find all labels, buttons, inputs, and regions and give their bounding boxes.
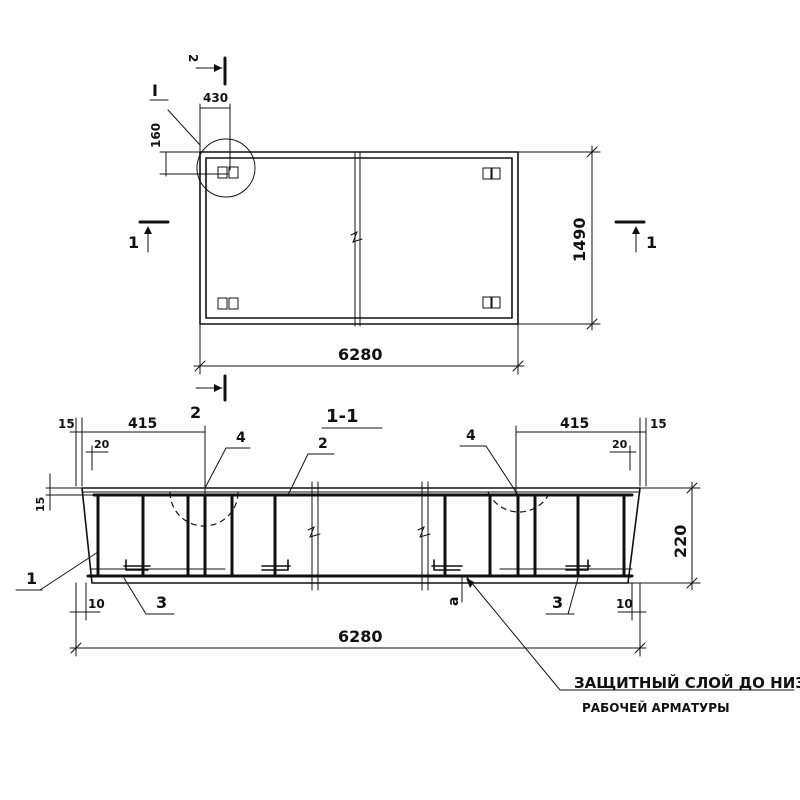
callout-frame-leader [39, 551, 99, 591]
plan-view: I 430 160 2 2 1 1 [128, 54, 657, 422]
lifting-loop-arc-left [169, 491, 239, 527]
detail-leader [167, 109, 201, 146]
callout-loop-left-label: 4 [236, 430, 246, 446]
dim-loop-left-label: 415 [128, 416, 157, 432]
dim-lifting-y-label: 160 [149, 123, 163, 148]
note-line-2: РАБОЧЕЙ АРМАТУРЫ [582, 700, 730, 715]
callout-loop-right-leader [485, 445, 519, 496]
dim-height-tick-top [686, 482, 698, 494]
callout-frame-label: 1 [26, 569, 37, 588]
detail-circle [196, 138, 256, 198]
section-title: 1-1 [326, 406, 359, 427]
dim-lifting-x-label: 430 [203, 91, 228, 105]
stirrups-right [443, 493, 626, 578]
stirrups-left [96, 493, 277, 578]
dim-plan-length-tick-left [194, 360, 206, 372]
callout-bottom-left-leader [123, 577, 147, 615]
callout-mesh-leader [287, 453, 309, 496]
bottom-hooks [123, 559, 591, 571]
dim-plan-length-tick-right [512, 360, 524, 372]
section-break-left-mark [307, 525, 321, 538]
callout-bottom-left-label: 3 [156, 593, 167, 612]
section-view: 1-1 [15, 406, 795, 691]
dim-1490-tick-top [586, 146, 598, 158]
section-arrow-left-head [144, 226, 152, 234]
dim-section-length-tick-right [634, 642, 646, 654]
dim-height-tick-bottom [686, 577, 698, 589]
section-arrow-top-head [214, 64, 222, 72]
cover-note: ЗАЩИТНЫЙ СЛОЙ ДО НИЗА РАБОЧЕЙ АРМАТУРЫ [574, 673, 800, 715]
lifting-loop-bottom-right [482, 296, 501, 309]
dim-height-label: 220 [671, 525, 690, 558]
dim-cover-top-right-label: 20 [612, 438, 628, 451]
plan-length-label: 6280 [338, 345, 383, 364]
lifting-loop-bottom-left [217, 297, 239, 310]
section-marker-left-label: 1 [128, 233, 139, 252]
dim-edge-right-label: 15 [650, 417, 667, 431]
dim-bottom-left-label: 10 [88, 597, 105, 611]
cover-mark-label: a [446, 597, 462, 606]
section-arrow-bottom-head [214, 384, 222, 392]
dim-section-length-tick-left [70, 642, 82, 654]
note-leader [465, 575, 795, 691]
callout-mesh-label: 2 [318, 436, 328, 452]
callout-bottom-right-label: 3 [552, 593, 563, 612]
callout-bottom-right-leader [567, 577, 579, 615]
dim-bottom-right-label: 10 [616, 597, 633, 611]
dim-edge-left-label: 15 [58, 417, 75, 431]
callout-loop-right-label: 4 [466, 428, 476, 444]
slab-outline [199, 151, 519, 325]
note-leader-arrow [466, 578, 474, 588]
dim-cover-top-left-label: 20 [94, 438, 110, 451]
note-line-1: ЗАЩИТНЫЙ СЛОЙ ДО НИЗА [574, 673, 800, 692]
plan-width-label: 1490 [570, 217, 589, 262]
section-marker-top-label: 2 [186, 54, 200, 62]
detail-marker-label: I [152, 81, 158, 100]
dim-loop-right-label: 415 [560, 416, 589, 432]
section-break-right-mark [417, 525, 431, 538]
callout-loop-left-leader [204, 447, 227, 489]
section-length-label: 6280 [338, 627, 383, 646]
section-marker-right-label: 1 [646, 233, 657, 252]
dim-1490-tick-bottom [586, 318, 598, 330]
dim-top-layer-label: 15 [34, 497, 47, 512]
slab-inner-outline [205, 157, 513, 319]
section-marker-bottom-label: 2 [190, 403, 201, 422]
lifting-loop-top-right [482, 167, 501, 180]
lifting-loop-top-left [217, 166, 239, 179]
plan-break-mark [350, 230, 363, 243]
section-arrow-right-head [632, 226, 640, 234]
